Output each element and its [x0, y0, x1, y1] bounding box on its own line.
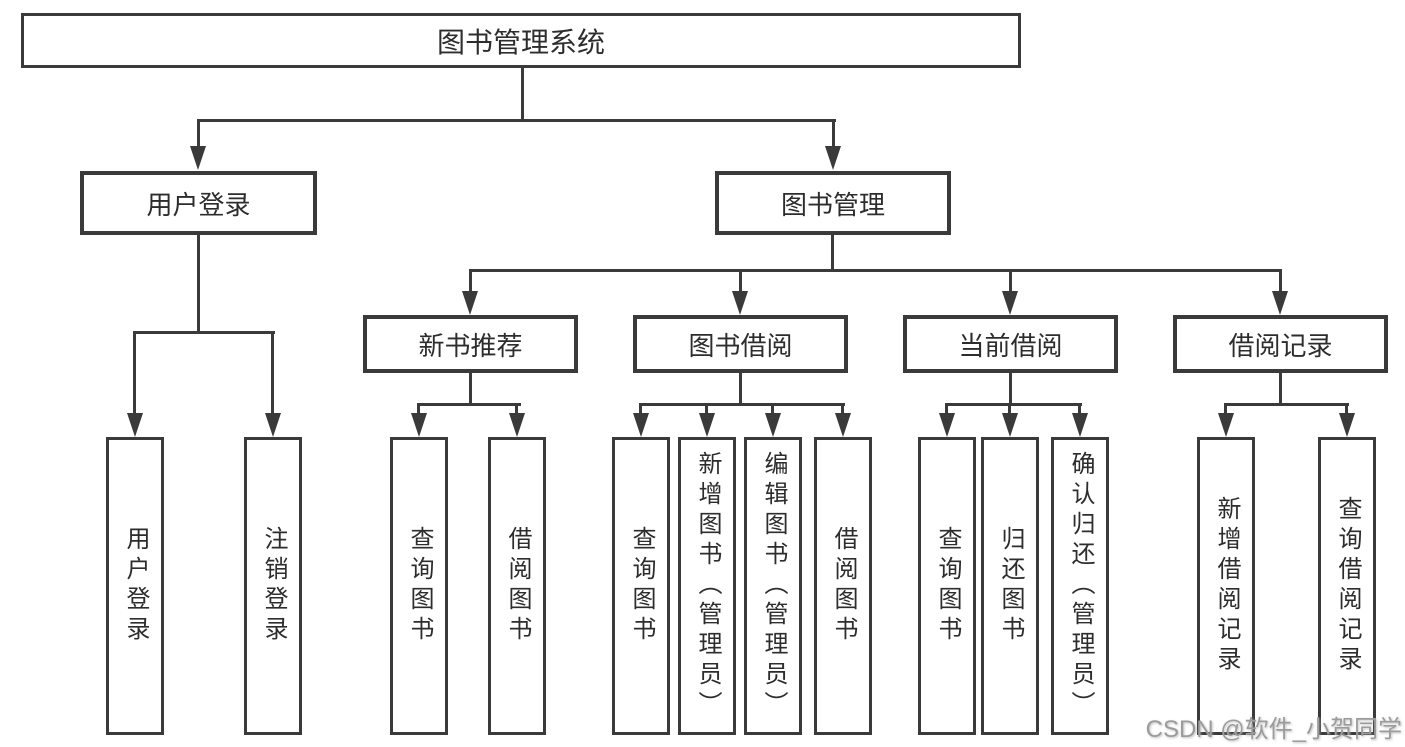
edge-drop-leaf: [1078, 403, 1081, 417]
arrowhead-icon: [699, 413, 715, 437]
edge-drop-leaf: [271, 331, 274, 413]
leaf-query-borrow-record: 查询借阅记录: [1318, 437, 1376, 735]
edge-borrowing-records-bracket: [1224, 403, 1349, 406]
edge-drop-leaf: [945, 403, 948, 417]
leaf-edit-books-admin: 编辑图书（管理员）: [744, 437, 802, 735]
leaf-query-borrow-record-label: 查询借阅记录: [1334, 496, 1361, 676]
leaf-borrow-books-borrowing-label: 借阅图书: [830, 526, 857, 646]
edge-root-stem: [521, 67, 524, 120]
edge-book-borrowing-bracket: [639, 403, 845, 406]
edge-current-borrowing-stem: [1009, 373, 1012, 405]
arrowhead-icon: [1218, 413, 1234, 437]
edge-drop-borrowing-records: [1279, 269, 1282, 293]
leaf-add-books-admin: 新增图书（管理员）: [678, 437, 736, 735]
arrowhead-icon: [633, 413, 649, 437]
leaf-query-books-borrowing: 查询图书: [612, 437, 670, 735]
arrowhead-icon: [1002, 291, 1018, 315]
edge-book-management-stem: [831, 235, 834, 271]
edge-user-login-stem: [197, 235, 200, 333]
edge-drop-leaf: [1345, 403, 1348, 417]
edge-drop-leaf: [771, 403, 774, 417]
node-new-book-recommendation: 新书推荐: [363, 315, 578, 373]
arrowhead-icon: [462, 291, 478, 315]
leaf-add-books-admin-label: 新增图书（管理员）: [694, 451, 721, 721]
edge-root-bracket: [197, 119, 836, 122]
node-book-management-label: 图书管理: [780, 189, 885, 220]
arrowhead-icon: [1002, 413, 1018, 437]
edge-drop-book-management: [832, 119, 835, 147]
node-root-label: 图书管理系统: [436, 26, 605, 58]
leaf-borrow-books-recommend-label: 借阅图书: [504, 526, 531, 646]
leaf-return-books: 归还图书: [981, 437, 1039, 735]
arrowhead-icon: [1072, 413, 1088, 437]
edge-drop-user-login: [197, 119, 200, 147]
arrowhead-icon: [1339, 413, 1355, 437]
leaf-query-books-recommend: 查询图书: [390, 437, 448, 735]
node-book-borrowing-label: 图书借阅: [688, 330, 793, 361]
node-user-login: 用户登录: [80, 171, 317, 235]
edge-new-book-bracket: [417, 403, 521, 406]
leaf-return-books-label: 归还图书: [997, 526, 1024, 646]
node-borrowing-records: 借阅记录: [1173, 315, 1388, 373]
arrowhead-icon: [1272, 291, 1288, 315]
edge-book-management-bracket: [469, 269, 1282, 272]
leaf-edit-books-admin-label: 编辑图书（管理员）: [760, 451, 787, 721]
leaf-logout: 注销登录: [244, 437, 302, 735]
edge-current-borrowing-bracket: [945, 403, 1082, 406]
leaf-confirm-return-admin-label: 确认归还（管理员）: [1067, 451, 1094, 721]
arrowhead-icon: [411, 413, 427, 437]
leaf-add-borrow-record-label: 新增借阅记录: [1213, 496, 1240, 676]
arrowhead-icon: [265, 413, 281, 437]
edge-book-borrowing-stem: [739, 373, 742, 405]
node-book-borrowing: 图书借阅: [633, 315, 848, 373]
arrowhead-icon: [190, 146, 206, 170]
edge-drop-leaf: [1008, 403, 1011, 417]
edge-drop-new-book: [469, 269, 472, 293]
edge-borrowing-records-stem: [1279, 373, 1282, 405]
leaf-borrow-books-borrowing: 借阅图书: [814, 437, 872, 735]
leaf-query-books-borrowing-label: 查询图书: [628, 526, 655, 646]
node-book-management: 图书管理: [715, 171, 951, 235]
arrowhead-icon: [835, 413, 851, 437]
arrowhead-icon: [732, 291, 748, 315]
node-current-borrowing-label: 当前借阅: [958, 330, 1063, 361]
edge-drop-leaf: [133, 331, 136, 413]
edge-drop-book-borrowing: [739, 269, 742, 293]
arrowhead-icon: [509, 413, 525, 437]
leaf-query-books-recommend-label: 查询图书: [406, 526, 433, 646]
edge-drop-leaf: [639, 403, 642, 417]
node-user-login-label: 用户登录: [146, 189, 251, 220]
leaf-logout-label: 注销登录: [260, 526, 287, 646]
csdn-watermark: CSDN @软件_小贺同学: [1145, 716, 1402, 743]
edge-drop-current-borrowing: [1009, 269, 1012, 293]
edge-user-login-bracket: [133, 331, 275, 334]
node-current-borrowing: 当前借阅: [903, 315, 1118, 373]
arrowhead-icon: [127, 413, 143, 437]
edge-drop-leaf: [417, 403, 420, 417]
leaf-query-books-current-label: 查询图书: [934, 526, 961, 646]
arrowhead-icon: [939, 413, 955, 437]
node-root: 图书管理系统: [21, 13, 1021, 68]
edge-drop-leaf: [841, 403, 844, 417]
node-new-book-recommendation-label: 新书推荐: [418, 330, 523, 361]
leaf-add-borrow-record: 新增借阅记录: [1197, 437, 1255, 735]
leaf-query-books-current: 查询图书: [918, 437, 976, 735]
edge-new-book-stem: [469, 373, 472, 405]
leaf-user-login: 用户登录: [106, 437, 164, 735]
arrowhead-icon: [825, 146, 841, 170]
leaf-user-login-label: 用户登录: [122, 526, 149, 646]
edge-drop-leaf: [515, 403, 518, 417]
leaf-confirm-return-admin: 确认归还（管理员）: [1051, 437, 1109, 735]
leaf-borrow-books-recommend: 借阅图书: [488, 437, 546, 735]
arrowhead-icon: [765, 413, 781, 437]
node-borrowing-records-label: 借阅记录: [1228, 330, 1333, 361]
edge-drop-leaf: [1224, 403, 1227, 417]
edge-drop-leaf: [705, 403, 708, 417]
